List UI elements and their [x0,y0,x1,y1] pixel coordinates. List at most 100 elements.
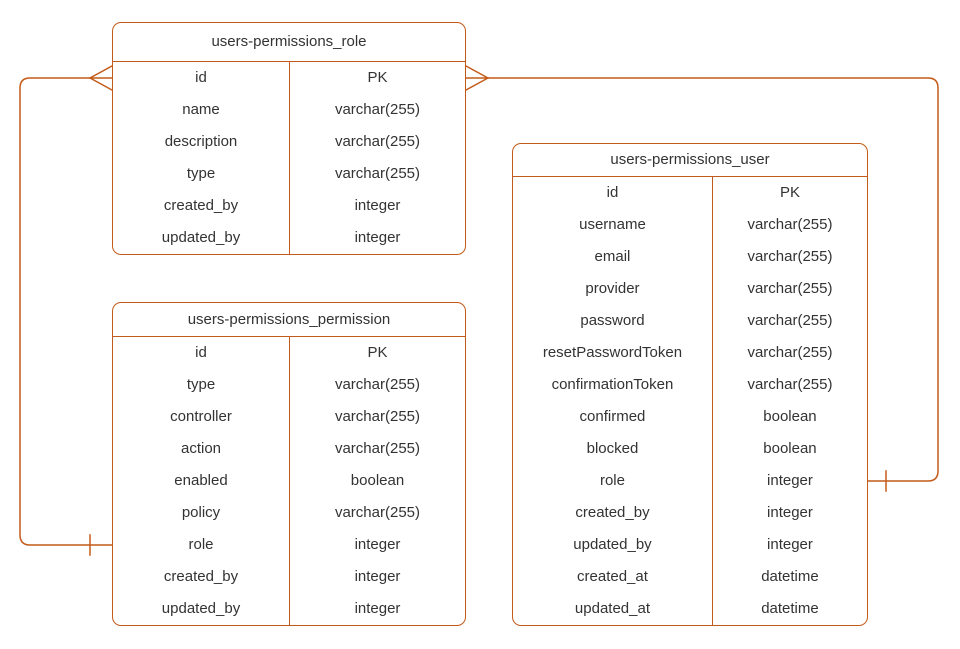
field-type: datetime [711,592,867,625]
table-row[interactable]: confirmationToken varchar(255) [513,368,867,401]
field-name: created_at [577,567,648,585]
field-type: integer [289,528,465,561]
field-name: action [180,439,222,457]
field-name: enabled [174,471,228,489]
field-name: confirmationToken [551,375,674,393]
field-name: updated_by [573,535,652,553]
field-type: PK [289,61,465,94]
table-row[interactable]: type varchar(255) [113,368,465,401]
table-row[interactable]: updated_by integer [113,592,465,625]
connector-role-permission-line[interactable] [19,77,113,546]
table-row[interactable]: password varchar(255) [513,304,867,337]
field-name: type [186,164,216,182]
field-type: integer [289,221,465,254]
table-row[interactable]: role integer [113,528,465,561]
field-type: varchar(255) [711,240,867,273]
field-name: controller [170,407,232,425]
field-name: type [186,375,216,393]
table-title: users-permissions_permission [113,303,465,337]
table-row[interactable]: created_at datetime [513,560,867,593]
table-row[interactable]: email varchar(255) [513,240,867,273]
field-name: role [599,471,625,489]
field-type: varchar(255) [711,336,867,369]
field-type: integer [711,528,867,561]
field-name: id [606,183,619,201]
table-row[interactable]: id PK [113,61,465,94]
table-row[interactable]: provider varchar(255) [513,272,867,305]
field-name: created_by [575,503,650,521]
field-type: boolean [289,464,465,497]
field-name: username [579,215,646,233]
field-name: policy [181,503,221,521]
field-name: blocked [586,439,639,457]
field-type: boolean [711,432,867,465]
table-row[interactable]: policy varchar(255) [113,496,465,529]
table-row[interactable]: created_by integer [113,560,465,593]
field-type: PK [711,176,867,209]
table-row[interactable]: updated_at datetime [513,592,867,625]
table-title: users-permissions_user [513,144,867,177]
field-type: datetime [711,560,867,593]
field-name: updated_at [574,599,650,617]
table-row[interactable]: id PK [513,176,867,209]
crows-foot-many-icon [464,64,490,92]
table-row[interactable]: blocked boolean [513,432,867,465]
field-type: varchar(255) [289,400,465,433]
field-name: updated_by [161,228,241,246]
field-name: resetPasswordToken [542,343,683,361]
field-name: email [594,247,631,265]
field-type: varchar(255) [289,93,465,126]
field-type: varchar(255) [711,368,867,401]
table-row[interactable]: username varchar(255) [513,208,867,241]
field-type: integer [711,464,867,497]
field-type: boolean [711,400,867,433]
field-name: id [195,68,207,86]
field-type: varchar(255) [289,432,465,465]
field-type: varchar(255) [289,157,465,190]
table-row[interactable]: role integer [513,464,867,497]
table-row[interactable]: updated_by integer [513,528,867,561]
field-type: varchar(255) [289,496,465,529]
field-name: role [188,535,214,553]
field-type: varchar(255) [711,272,867,305]
field-type: integer [289,189,465,222]
field-type: PK [289,336,465,369]
table-row[interactable]: action varchar(255) [113,432,465,465]
table-row[interactable]: enabled boolean [113,464,465,497]
table-row[interactable]: updated_by integer [113,221,465,254]
connector-role-user[interactable] [464,64,939,492]
table-row[interactable]: confirmed boolean [513,400,867,433]
field-type: integer [289,592,465,625]
field-type: integer [289,560,465,593]
crows-foot-many-icon [88,64,114,92]
table-row[interactable]: id PK [113,336,465,369]
field-type: varchar(255) [711,304,867,337]
field-name: updated_by [161,599,241,617]
field-type: varchar(255) [289,368,465,401]
table-row[interactable]: description varchar(255) [113,125,465,158]
table-row[interactable]: created_by integer [513,496,867,529]
field-type: integer [711,496,867,529]
table-row[interactable]: type varchar(255) [113,157,465,190]
connector-role-user-line[interactable] [465,77,939,482]
field-name: id [195,343,207,361]
field-name: description [164,132,238,150]
table-row[interactable]: resetPasswordToken varchar(255) [513,336,867,369]
connector-role-permission[interactable] [19,64,114,556]
field-type: varchar(255) [289,125,465,158]
field-name: confirmed [579,407,646,425]
field-name: created_by [163,567,239,585]
table-title: users-permissions_role [113,23,465,62]
field-type: varchar(255) [711,208,867,241]
field-name: password [580,311,645,329]
field-name: name [182,100,220,118]
table-row[interactable]: controller varchar(255) [113,400,465,433]
field-name: provider [585,279,640,297]
table-row[interactable]: name varchar(255) [113,93,465,126]
